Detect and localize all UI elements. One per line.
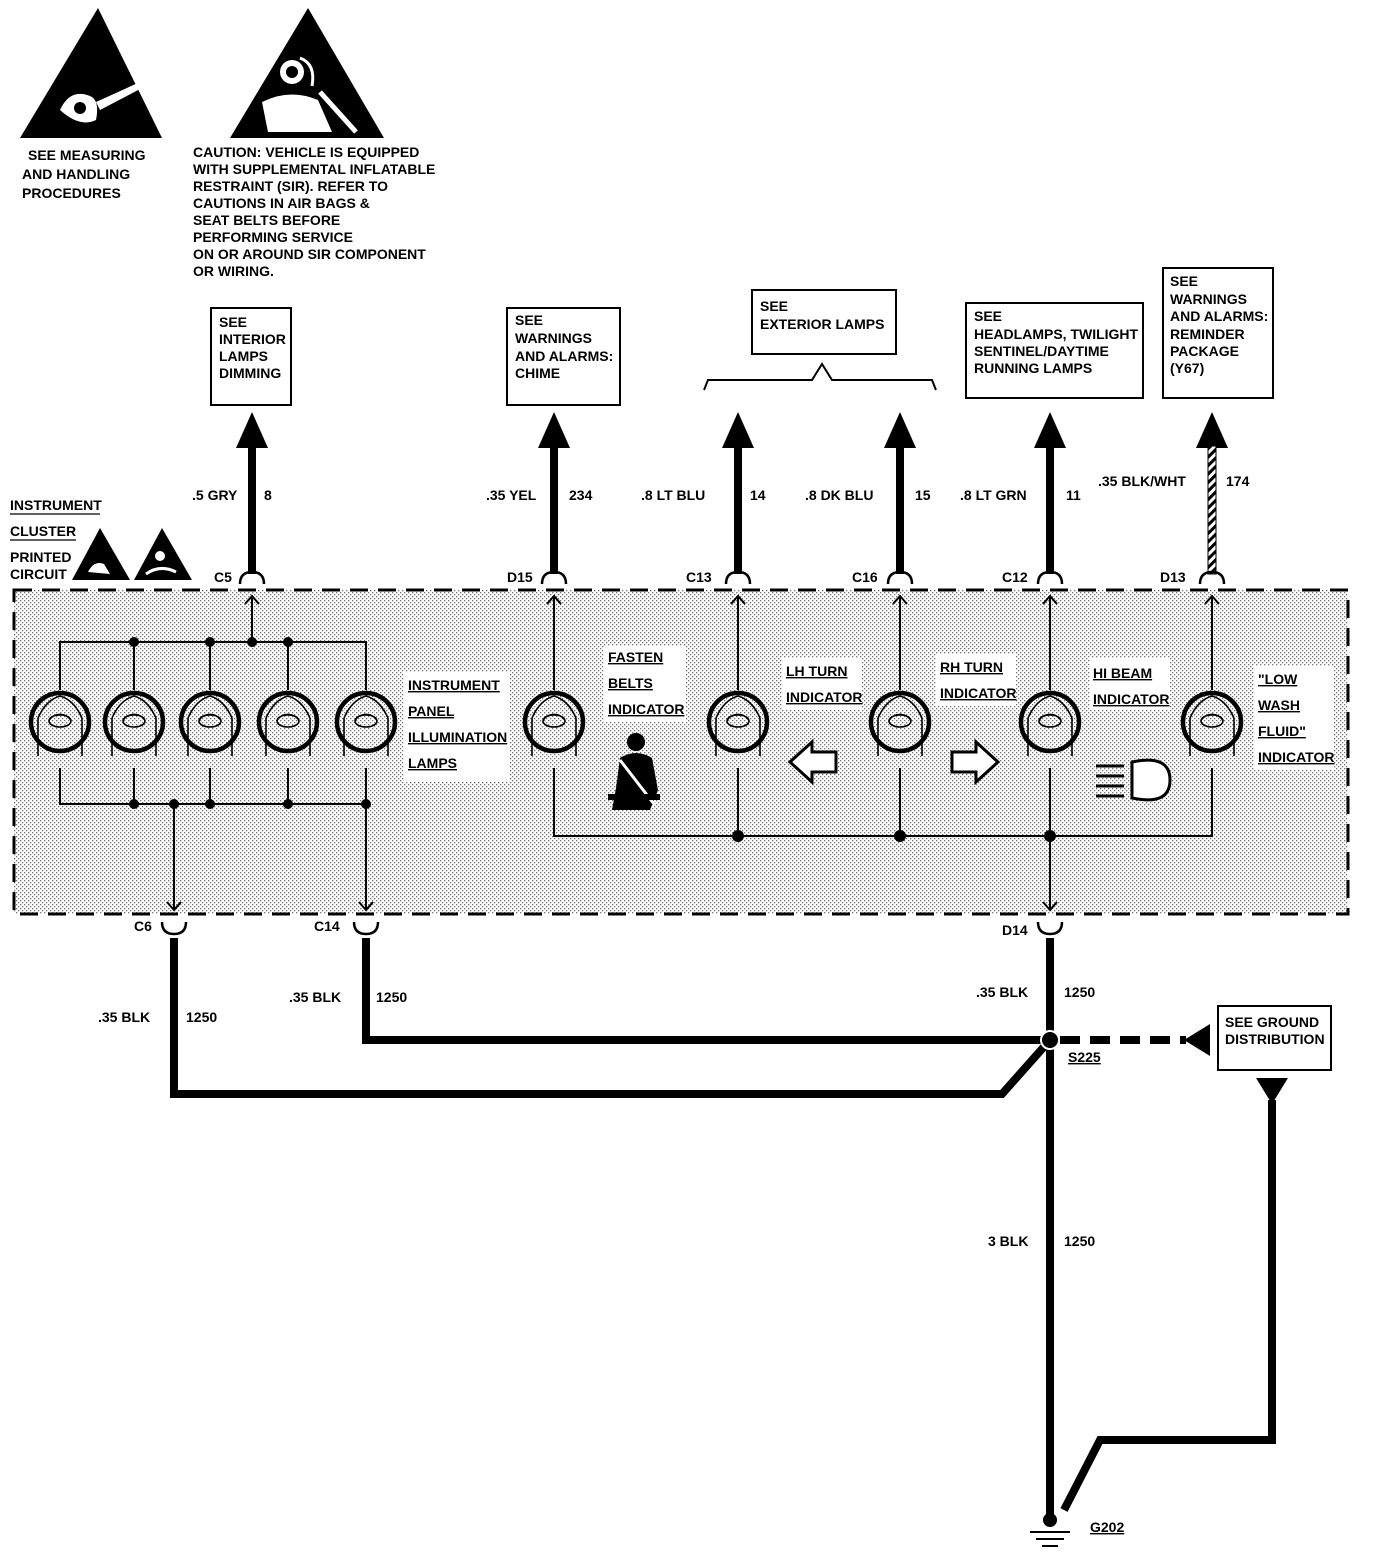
cluster-esd-icon bbox=[72, 528, 130, 580]
right-arrow-icon bbox=[950, 738, 1001, 786]
ground-distribution-box[interactable]: SEE GROUND DISTRIBUTION bbox=[1217, 1005, 1332, 1071]
left-arrow-icon bbox=[787, 738, 838, 786]
top-connectors bbox=[238, 570, 1226, 585]
svg-text:D14: D14 bbox=[1002, 922, 1028, 938]
panel-illumination-label: INSTRUMENT PANEL ILLUMINATION LAMPS bbox=[408, 677, 511, 771]
svg-text:.35 BLK/WHT: .35 BLK/WHT bbox=[1098, 473, 1186, 489]
interior-dimming-box[interactable]: SEE INTERIOR LAMPS DIMMING bbox=[210, 307, 292, 406]
trace-chevrons bbox=[166, 594, 1220, 912]
exterior-lamps-box[interactable]: SEE EXTERIOR LAMPS bbox=[703, 289, 937, 391]
svg-text:11: 11 bbox=[1066, 487, 1081, 503]
svg-text:1250: 1250 bbox=[1064, 1233, 1095, 1249]
bottom-connector-labels: C6 C14 D14 bbox=[134, 918, 1028, 938]
fasten-belts-label: FASTEN BELTS INDICATOR bbox=[608, 649, 684, 717]
printed-circuit-board bbox=[12, 588, 1350, 916]
wire-labels-top: .5 GRY 8 C5 .35 YEL 234 D15 .8 LT BLU 14… bbox=[192, 473, 1250, 585]
instrument-cluster-label: INSTRUMENT CLUSTER PRINTED CIRCUIT bbox=[10, 497, 106, 582]
svg-text:8: 8 bbox=[264, 487, 272, 503]
svg-text:SEE GROUND DISTRIBUTION: SEE GROUND DISTRIBUTION bbox=[1225, 1014, 1325, 1047]
low-wash-label: "LOW WASH FLUID" INDICATOR bbox=[1258, 671, 1334, 765]
svg-text:.8 DK BLU: .8 DK BLU bbox=[805, 487, 873, 503]
esd-warning-text: SEE MEASURING AND HANDLING PROCEDURES bbox=[22, 147, 149, 201]
svg-text:1250: 1250 bbox=[186, 1009, 217, 1025]
svg-text:C12: C12 bbox=[1002, 569, 1028, 585]
top-wires bbox=[248, 446, 1054, 574]
svg-text:.35 BLK: .35 BLK bbox=[976, 984, 1028, 1000]
bottom-connectors bbox=[160, 921, 1064, 936]
wire-174-striped bbox=[1207, 445, 1217, 575]
svg-text:1250: 1250 bbox=[376, 989, 407, 1005]
svg-text:INSTRUMENT CLUSTER: INSTRUMENT CLUSTER PRINTED CIRCUIT bbox=[10, 497, 106, 582]
svg-text:.35 YEL: .35 YEL bbox=[486, 487, 537, 503]
junction-dots bbox=[129, 637, 1056, 842]
ground-symbol-icon bbox=[1030, 1513, 1070, 1547]
svg-text:C6: C6 bbox=[134, 918, 152, 934]
svg-text:SEE EXTERIOR LAMPS: SEE EXTERIOR LAMPS bbox=[760, 298, 884, 332]
ground-distribution-arrow-down bbox=[1256, 1078, 1288, 1104]
svg-text:SEE WARNINGS AND A: SEE WARNINGS AND ALARMS: CHIME bbox=[515, 312, 617, 381]
svg-text:D13: D13 bbox=[1160, 569, 1186, 585]
svg-text:234: 234 bbox=[569, 487, 593, 503]
svg-text:14: 14 bbox=[750, 487, 766, 503]
svg-text:.35 BLK: .35 BLK bbox=[289, 989, 341, 1005]
sir-airbag-icon bbox=[230, 8, 384, 138]
svg-text:1250: 1250 bbox=[1064, 984, 1095, 1000]
svg-text:.35 BLK: .35 BLK bbox=[98, 1009, 150, 1025]
arrows-up bbox=[236, 412, 1228, 448]
splice-s225 bbox=[1040, 1030, 1060, 1050]
cluster-sir-icon bbox=[134, 528, 192, 580]
chime-box[interactable]: SEE WARNINGS AND ALARMS: CHIME bbox=[506, 307, 621, 406]
rh-turn-label: RH TURN INDICATOR bbox=[940, 659, 1016, 701]
ground-label: G202 bbox=[1090, 1519, 1124, 1535]
svg-text:C14: C14 bbox=[314, 918, 340, 934]
svg-text:174: 174 bbox=[1226, 473, 1250, 489]
svg-text:SEE INTERIOR LAMPS: SEE INTERIOR LAMPS DIMMING bbox=[219, 314, 290, 381]
headlamps-box[interactable]: SEE HEADLAMPS, TWILIGHT SENTINEL/DAYTIME… bbox=[965, 302, 1144, 399]
wire-labels-bottom: .35 BLK 1250 .35 BLK 1250 .35 BLK 1250 3… bbox=[98, 984, 1095, 1249]
splice-label: S225 bbox=[1068, 1049, 1101, 1065]
svg-text:.8 LT BLU: .8 LT BLU bbox=[641, 487, 705, 503]
reminder-package-box[interactable]: SEE WARNINGS AND ALARMS: REMINDER PACKAG… bbox=[1162, 267, 1274, 399]
ground-wires bbox=[170, 938, 1276, 1518]
svg-text:SEE WARNINGS AND A: SEE WARNINGS AND ALARMS: REMINDER PACKAG… bbox=[1170, 273, 1272, 376]
svg-text:.5 GRY: .5 GRY bbox=[192, 487, 238, 503]
svg-text:C5: C5 bbox=[214, 569, 232, 585]
esd-warning-icon bbox=[20, 8, 162, 138]
seat-belt-icon bbox=[608, 733, 660, 810]
svg-text:C13: C13 bbox=[686, 569, 712, 585]
svg-text:.8 LT GRN: .8 LT GRN bbox=[960, 487, 1027, 503]
label-backgrounds bbox=[404, 646, 1334, 782]
lh-turn-label: LH TURN INDICATOR bbox=[786, 663, 862, 705]
svg-text:15: 15 bbox=[915, 487, 931, 503]
hi-beam-label: HI BEAM INDICATOR bbox=[1093, 665, 1169, 707]
svg-text:3 BLK: 3 BLK bbox=[988, 1233, 1028, 1249]
svg-text:SEE HEADLAMPS, TWILIGHT: SEE HEADLAMPS, TWILIGHT SENTINEL/DAYTIME… bbox=[974, 308, 1142, 376]
svg-text:C16: C16 bbox=[852, 569, 878, 585]
svg-text:D15: D15 bbox=[507, 569, 533, 585]
sir-caution-text: CAUTION: VEHICLE IS EQUIPPED WITH SUPPLE… bbox=[193, 144, 439, 279]
hi-beam-icon bbox=[1096, 758, 1172, 802]
ground-distribution-arrow bbox=[1184, 1024, 1210, 1056]
